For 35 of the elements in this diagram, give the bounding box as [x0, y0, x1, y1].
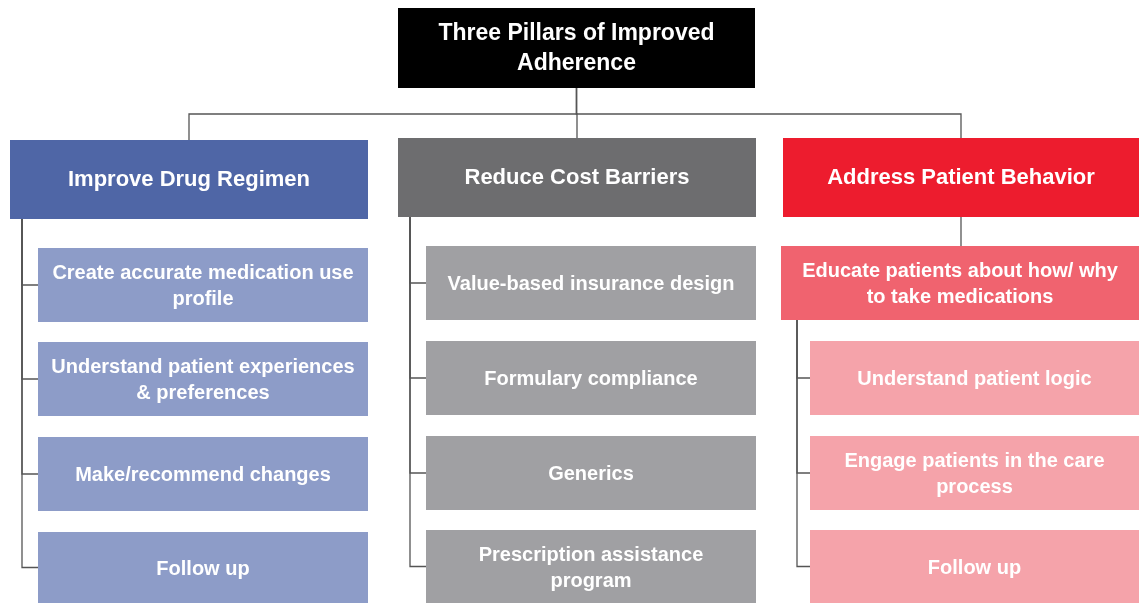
box-label: Follow up: [927, 554, 1022, 580]
category-box: [426, 246, 756, 320]
connector-line: [960, 216, 962, 247]
box-label: Follow up: [156, 555, 250, 581]
box-label: Understand patient logic: [857, 366, 1092, 391]
category-box: [426, 341, 756, 415]
box-label: Make/recommend changes: [75, 462, 331, 487]
box-label: Engage patients in the care process: [843, 448, 1106, 499]
box-label: Educate patients about how/ why to take medications: [801, 258, 1119, 309]
title-box: [398, 8, 755, 88]
box-label: Understand patient experiences & preferences: [50, 354, 356, 405]
box-label: Improve Drug Regimen: [67, 165, 310, 194]
category-box: [810, 436, 1139, 510]
category-box: [398, 138, 756, 217]
box-label: Reduce Cost Barriers: [464, 163, 690, 192]
box-label: Three Pillars of Improved Adherence: [437, 18, 716, 77]
box-label: Prescription assistance program: [477, 541, 705, 593]
box-label: Create accurate medication use profile: [51, 260, 355, 311]
connector-line: [796, 319, 811, 568]
category-box: [426, 530, 756, 603]
category-box: [810, 341, 1139, 415]
category-box: [783, 138, 1139, 217]
category-box: [781, 246, 1139, 320]
box-label: Address Patient Behavior: [827, 163, 1095, 192]
category-box: [38, 437, 368, 511]
connector-line: [575, 87, 962, 139]
category-box: [38, 248, 368, 322]
category-box: [38, 342, 368, 416]
box-label: Formulary compliance: [484, 366, 698, 391]
box-label: Value-based insurance design: [447, 271, 735, 296]
category-box: [38, 532, 368, 603]
category-box: [426, 436, 756, 510]
category-box: [10, 140, 368, 219]
box-label: Generics: [548, 461, 634, 486]
category-box: [810, 530, 1139, 603]
